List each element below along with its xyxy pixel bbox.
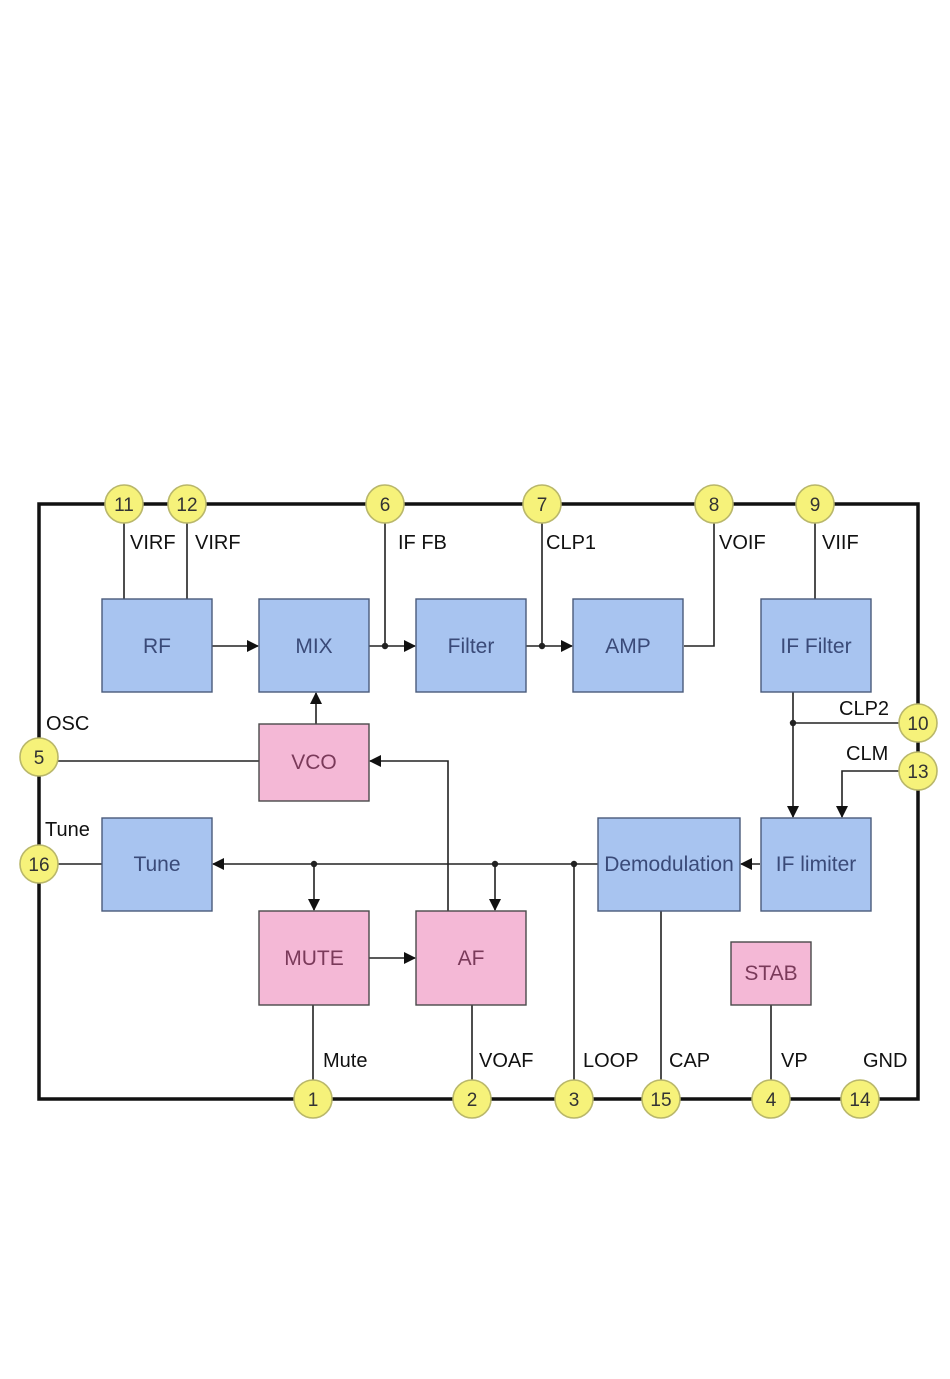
mute-label: MUTE bbox=[284, 947, 344, 970]
pin-12-number: 12 bbox=[176, 495, 197, 516]
pin-13-number: 13 bbox=[907, 762, 928, 783]
if-filter-label: IF Filter bbox=[780, 635, 851, 658]
pin-11-number: 11 bbox=[114, 495, 134, 516]
pin-3: 3 bbox=[555, 1080, 593, 1118]
pin-6: 6 bbox=[366, 485, 404, 523]
demodulation-block: Demodulation bbox=[598, 818, 740, 911]
signal-clp1: CLP1 bbox=[546, 532, 596, 554]
signal-mute: Mute bbox=[323, 1050, 367, 1072]
junction-dot bbox=[382, 643, 388, 649]
pin-5: 5 bbox=[20, 738, 58, 776]
pin-3-number: 3 bbox=[569, 1090, 580, 1111]
pin-9-number: 9 bbox=[810, 495, 821, 516]
pin-2: 2 bbox=[453, 1080, 491, 1118]
chip-outline bbox=[39, 504, 918, 1099]
pin-14: 14 bbox=[841, 1080, 879, 1118]
rf-block: RF bbox=[102, 599, 212, 692]
pin-11: 11 bbox=[105, 485, 143, 523]
pin-16-number: 16 bbox=[28, 855, 49, 876]
pin-5-number: 5 bbox=[34, 748, 45, 769]
pin-9: 9 bbox=[796, 485, 834, 523]
tune-label: Tune bbox=[133, 853, 180, 876]
junction-dot bbox=[492, 861, 498, 867]
pin-10-number: 10 bbox=[907, 714, 928, 735]
stab-label: STAB bbox=[744, 962, 797, 985]
vco-label: VCO bbox=[291, 751, 337, 774]
signal-loop: LOOP bbox=[583, 1050, 639, 1072]
signal-gnd: GND bbox=[863, 1050, 907, 1072]
signal-if-fb: IF FB bbox=[398, 532, 447, 554]
signal-voaf: VOAF bbox=[479, 1050, 533, 1072]
mix-label: MIX bbox=[295, 635, 332, 658]
junction-dot bbox=[790, 720, 796, 726]
filter-label: Filter bbox=[448, 635, 495, 658]
signal-viif: VIIF bbox=[822, 532, 859, 554]
amp-block: AMP bbox=[573, 599, 683, 692]
pin-8-number: 8 bbox=[709, 495, 720, 516]
pin-10: 10 bbox=[899, 704, 937, 742]
vco-block: VCO bbox=[259, 724, 369, 801]
af-label: AF bbox=[458, 947, 485, 970]
stab-block: STAB bbox=[731, 942, 811, 1005]
junction-dot bbox=[571, 861, 577, 867]
pin-12: 12 bbox=[168, 485, 206, 523]
junction-dot bbox=[311, 861, 317, 867]
signal-tune: Tune bbox=[45, 819, 90, 841]
signal-virf-b: VIRF bbox=[195, 532, 241, 554]
pin-4-number: 4 bbox=[766, 1090, 777, 1111]
rf-label: RF bbox=[143, 635, 171, 658]
signal-virf-a: VIRF bbox=[130, 532, 176, 554]
signal-clp2: CLP2 bbox=[839, 698, 889, 720]
pin-7: 7 bbox=[523, 485, 561, 523]
tune-block: Tune bbox=[102, 818, 212, 911]
wire-pin8-voif bbox=[684, 504, 714, 646]
pin-15: 15 bbox=[642, 1080, 680, 1118]
signal-osc: OSC bbox=[46, 713, 89, 735]
pin-4: 4 bbox=[752, 1080, 790, 1118]
pin-15-number: 15 bbox=[650, 1090, 671, 1111]
af-block: AF bbox=[416, 911, 526, 1005]
pin-6-number: 6 bbox=[380, 495, 391, 516]
mix-block: MIX bbox=[259, 599, 369, 692]
junction-dot bbox=[539, 643, 545, 649]
signal-clm: CLM bbox=[846, 743, 888, 765]
demodulation-label: Demodulation bbox=[604, 853, 734, 876]
amp-label: AMP bbox=[605, 635, 651, 658]
pin-2-number: 2 bbox=[467, 1090, 478, 1111]
pin-16: 16 bbox=[20, 845, 58, 883]
signal-voif: VOIF bbox=[719, 532, 766, 554]
pin-1-number: 1 bbox=[308, 1090, 319, 1111]
mute-block: MUTE bbox=[259, 911, 369, 1005]
filter-block: Filter bbox=[416, 599, 526, 692]
arrow-af-vco bbox=[370, 761, 448, 911]
pin-8: 8 bbox=[695, 485, 733, 523]
if-limiter-label: IF limiter bbox=[776, 853, 857, 876]
if-limiter-block: IF limiter bbox=[761, 818, 871, 911]
pin-7-number: 7 bbox=[537, 495, 548, 516]
signal-cap: CAP bbox=[669, 1050, 710, 1072]
if-filter-block: IF Filter bbox=[761, 599, 871, 692]
pin-14-number: 14 bbox=[849, 1090, 871, 1111]
signal-vp: VP bbox=[781, 1050, 808, 1072]
pin-1: 1 bbox=[294, 1080, 332, 1118]
pin-13: 13 bbox=[899, 752, 937, 790]
